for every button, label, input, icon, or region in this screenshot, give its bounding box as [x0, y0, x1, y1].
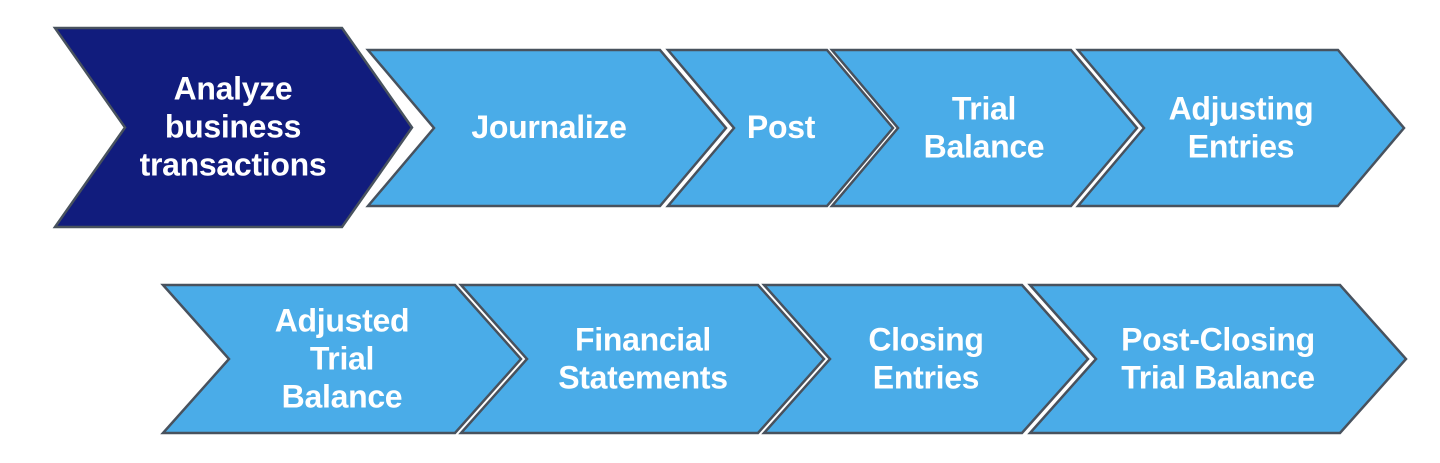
chevron-adjusting-entries — [1075, 48, 1406, 208]
chevron-post-closing-trial-balance — [1027, 283, 1408, 435]
chevron-trial-balance — [829, 48, 1139, 208]
chevron-journalize — [365, 48, 728, 208]
chevron-financial-statements — [458, 283, 826, 435]
chevron-closing-entries — [761, 283, 1090, 435]
chevron-post — [665, 48, 895, 208]
chevron-adjusted-trial-balance — [160, 283, 523, 435]
chevron-analyze-business-transactions — [52, 26, 414, 229]
